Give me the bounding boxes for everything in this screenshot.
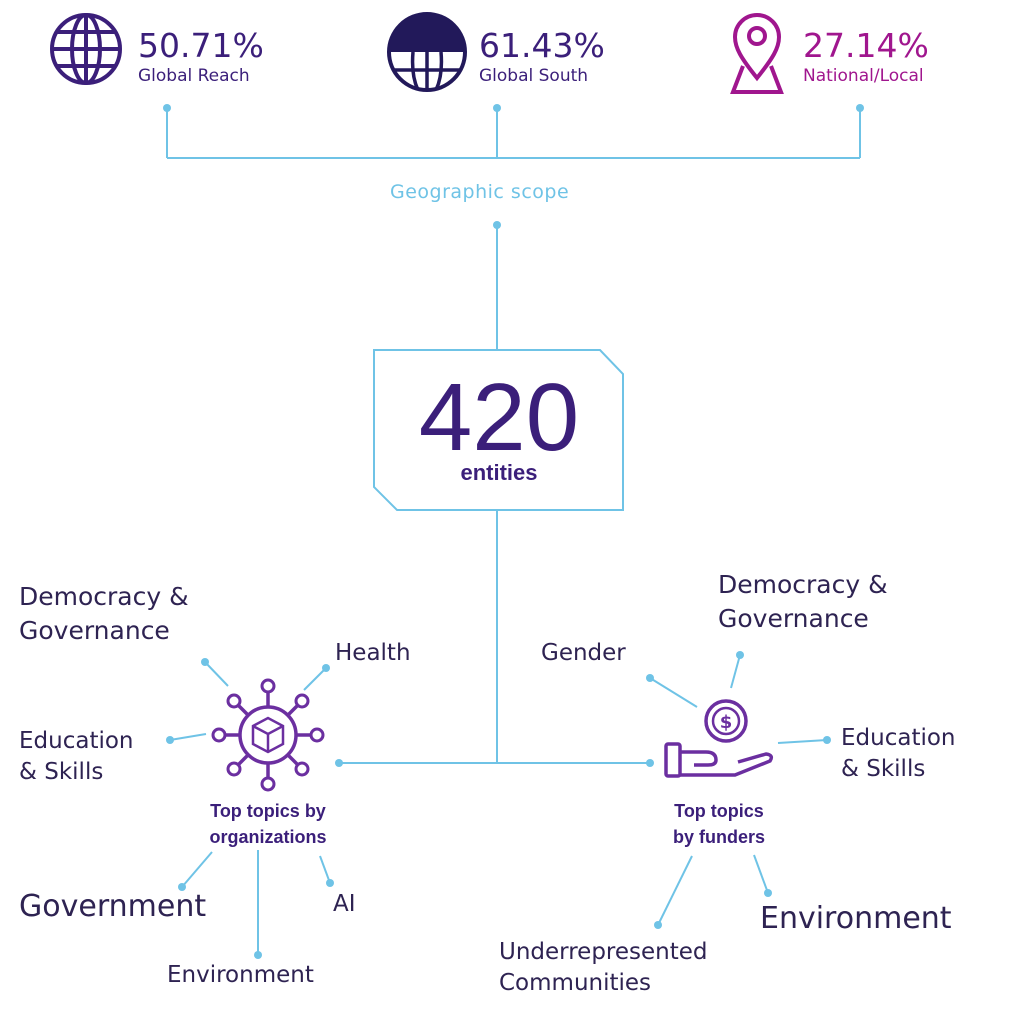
org-topic-ai: AI — [333, 891, 356, 917]
stat-global-reach-label: Global Reach — [138, 66, 250, 86]
stat-national-local-label: National/Local — [803, 66, 924, 86]
entity-label: entities — [460, 460, 538, 485]
stat-global-south-value: 61.43% — [479, 26, 605, 65]
stat-global-south-label: Global South — [479, 66, 589, 86]
funders-hub-label: Top topics by funders — [672, 801, 765, 848]
funder-topic-democracy-governance: Democracy & Governance — [718, 570, 888, 633]
funder-topic-environment: Environment — [760, 901, 952, 936]
org-topic-environment: Environment — [167, 962, 314, 988]
location-pin-icon — [730, 13, 784, 94]
stat-national-local-value: 27.14% — [803, 26, 929, 65]
hand-coin-icon: $ — [664, 699, 774, 778]
entity-count: 420 — [418, 364, 580, 471]
connector-dots — [163, 104, 864, 959]
network-cube-icon — [211, 678, 325, 792]
funder-topic-education-skills: Education & Skills — [841, 725, 956, 783]
half-globe-icon — [387, 12, 467, 92]
organizations-hub-label: Top topics by organizations — [209, 801, 327, 848]
org-topic-government: Government — [19, 889, 207, 924]
org-topic-education-skills: Education & Skills — [19, 728, 134, 786]
globe-icon — [50, 13, 122, 85]
geographic-scope-label: Geographic scope — [390, 181, 570, 203]
stat-global-reach-value: 50.71% — [138, 26, 264, 65]
org-topic-democracy-governance: Democracy & Governance — [19, 582, 189, 645]
connector-lines — [166, 108, 861, 955]
funder-topic-underrepresented-communities: Underrepresented Communities — [499, 939, 708, 997]
svg-text:$: $ — [720, 712, 733, 733]
org-topic-health: Health — [335, 640, 411, 666]
funder-topic-gender: Gender — [541, 640, 626, 666]
